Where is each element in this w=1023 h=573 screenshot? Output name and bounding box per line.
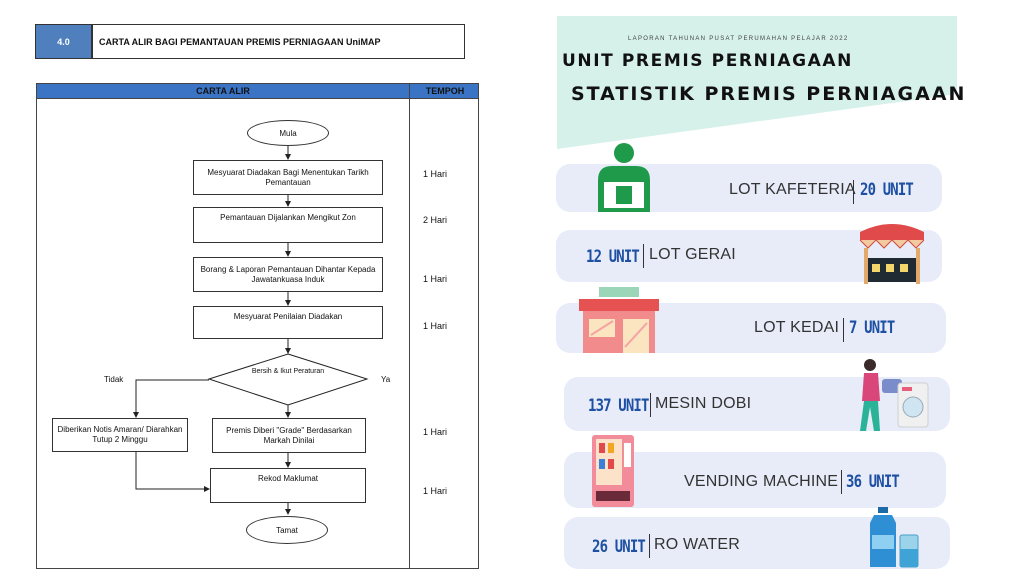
duration-column-header: TEMPOH — [425, 86, 465, 96]
stat-separator — [643, 244, 644, 268]
duration-step-3: 1 Hari — [423, 274, 448, 284]
flowchart-column-header: CARTA ALIR — [196, 86, 250, 96]
infographic-title-line1: UNIT PREMIS PERNIAGAAN — [562, 51, 854, 71]
duration-step-6: 1 Hari — [423, 486, 448, 496]
laundry-icon — [860, 359, 929, 431]
column-divider — [409, 83, 410, 569]
stat-label-cafeteria: LOT KAFETERIA — [729, 181, 856, 198]
decision-no-label: Tidak — [104, 375, 124, 384]
flow-step-5: Premis Diberi "Grade" Berdasarkan Markah… — [212, 418, 366, 453]
stat-value-shop: 7 UNIT — [849, 318, 895, 338]
stat-value-stall: 12 UNIT — [586, 247, 640, 267]
flow-step-2: Pemantauan Dijalankan Mengikut Zon — [193, 207, 383, 243]
stall-icon — [859, 224, 925, 284]
flow-decision-diamond — [207, 353, 369, 406]
stat-value-ro-water: 26 UNIT — [592, 537, 646, 557]
stat-label-vending: VENDING MACHINE — [684, 473, 839, 490]
duration-step-1: 1 Hari — [423, 169, 448, 179]
stat-label-laundry: MESIN DOBI — [655, 395, 752, 412]
stat-value-laundry: 137 UNIT — [588, 396, 649, 416]
flow-start: Mula — [247, 120, 329, 146]
stat-separator — [853, 180, 854, 204]
flowchart-connectors — [133, 146, 291, 515]
duration-step-5: 1 Hari — [423, 427, 448, 437]
vending-machine-icon — [592, 435, 634, 507]
stat-label-shop: LOT KEDAI — [754, 319, 840, 336]
stat-value-cafeteria: 20 UNIT — [860, 180, 914, 200]
flow-step-4: Mesyuarat Penilaian Diadakan — [193, 306, 383, 339]
stat-separator — [841, 470, 842, 494]
stat-separator — [843, 318, 844, 342]
flow-decision-label: Bersih & Ikut Peraturan — [251, 368, 325, 375]
flow-step-3: Borang & Laporan Pemantauan Dihantar Kep… — [193, 257, 383, 292]
flowchart-header-row: CARTA ALIR TEMPOH — [37, 84, 478, 99]
report-caption: LAPORAN TAHUNAN PUSAT PERUMAHAN PELAJAR … — [628, 36, 849, 42]
infographic-title-line2: STATISTIK PREMIS PERNIAGAAN — [571, 83, 967, 105]
water-bottle-icon — [870, 507, 919, 568]
section-title: CARTA ALIR BAGI PEMANTAUAN PREMIS PERNIA… — [92, 24, 465, 59]
shop-icon — [579, 287, 659, 353]
cafeteria-person-icon — [598, 143, 650, 212]
flow-warning-step: Diberikan Notis Amaran/ Diarahkan Tutup … — [52, 418, 188, 452]
stat-separator — [649, 534, 650, 558]
section-number: 4.0 — [35, 24, 92, 59]
flow-step-1: Mesyuarat Diadakan Bagi Menentukan Tarik… — [193, 160, 383, 195]
flow-step-6: Rekod Maklumat — [210, 468, 366, 503]
duration-step-4: 1 Hari — [423, 321, 448, 331]
stat-value-vending: 36 UNIT — [846, 472, 900, 492]
stat-separator — [650, 393, 651, 417]
flow-end: Tamat — [246, 516, 328, 544]
flowchart-table: CARTA ALIR TEMPOH — [36, 83, 479, 569]
title-banner — [557, 16, 957, 149]
stat-label-ro-water: RO WATER — [654, 536, 741, 553]
duration-step-2: 2 Hari — [423, 215, 448, 225]
stat-label-stall: LOT GERAI — [649, 246, 736, 263]
decision-yes-label: Ya — [381, 375, 391, 384]
